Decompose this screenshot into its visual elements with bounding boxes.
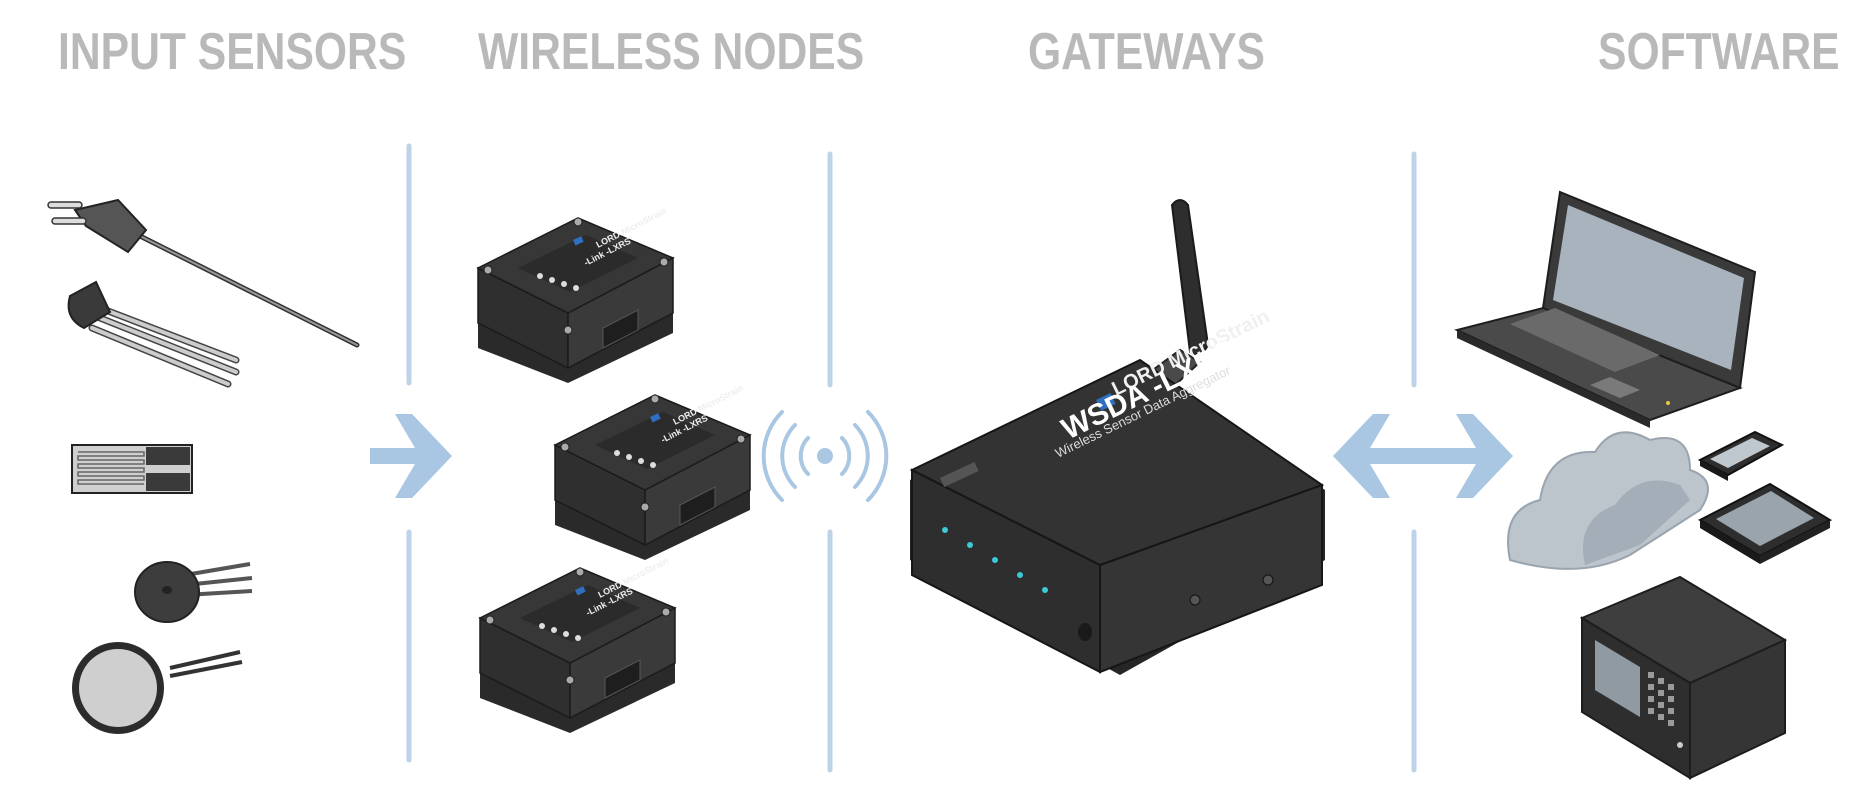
heading-input-sensors: INPUT SENSORS (58, 23, 407, 81)
wireless-node-2: LORD MicroStrain -Link -LXRS (554, 383, 751, 561)
wireless-node-3: LORD MicroStrain -Link -LXRS (479, 556, 676, 734)
small-force-sensor-icon (134, 561, 253, 623)
heading-wireless-nodes: WIRELESS NODES (478, 23, 865, 81)
smartphone-icon (1697, 430, 1785, 481)
heading-gateways: GATEWAYS (1028, 23, 1265, 81)
gateway-status-leds (942, 527, 1048, 593)
large-force-sensor-icon (72, 642, 243, 734)
bidirectional-arrow-icon (1333, 414, 1513, 498)
tablet-icon (1697, 482, 1833, 564)
heading-software: SOFTWARE (1598, 23, 1840, 81)
wireless-signal-icon (761, 410, 889, 502)
strain-gauge-icon (71, 444, 193, 494)
brand-logo-icon (1096, 392, 1116, 411)
laptop-icon (1454, 190, 1757, 428)
right-arrow-icon (370, 414, 452, 498)
gateway-device: LORD MicroStrain WSDA -LXRS Wireless Sen… (909, 199, 1325, 675)
divider-lines (406, 143, 1417, 773)
thermistor-icon (67, 280, 240, 388)
wireless-node-1: LORD MicroStrain -Link -LXRS (477, 206, 674, 384)
data-acquisition-unit-icon (1579, 575, 1788, 780)
temperature-probe-icon (47, 198, 360, 348)
cloud-icon (1507, 431, 1709, 570)
